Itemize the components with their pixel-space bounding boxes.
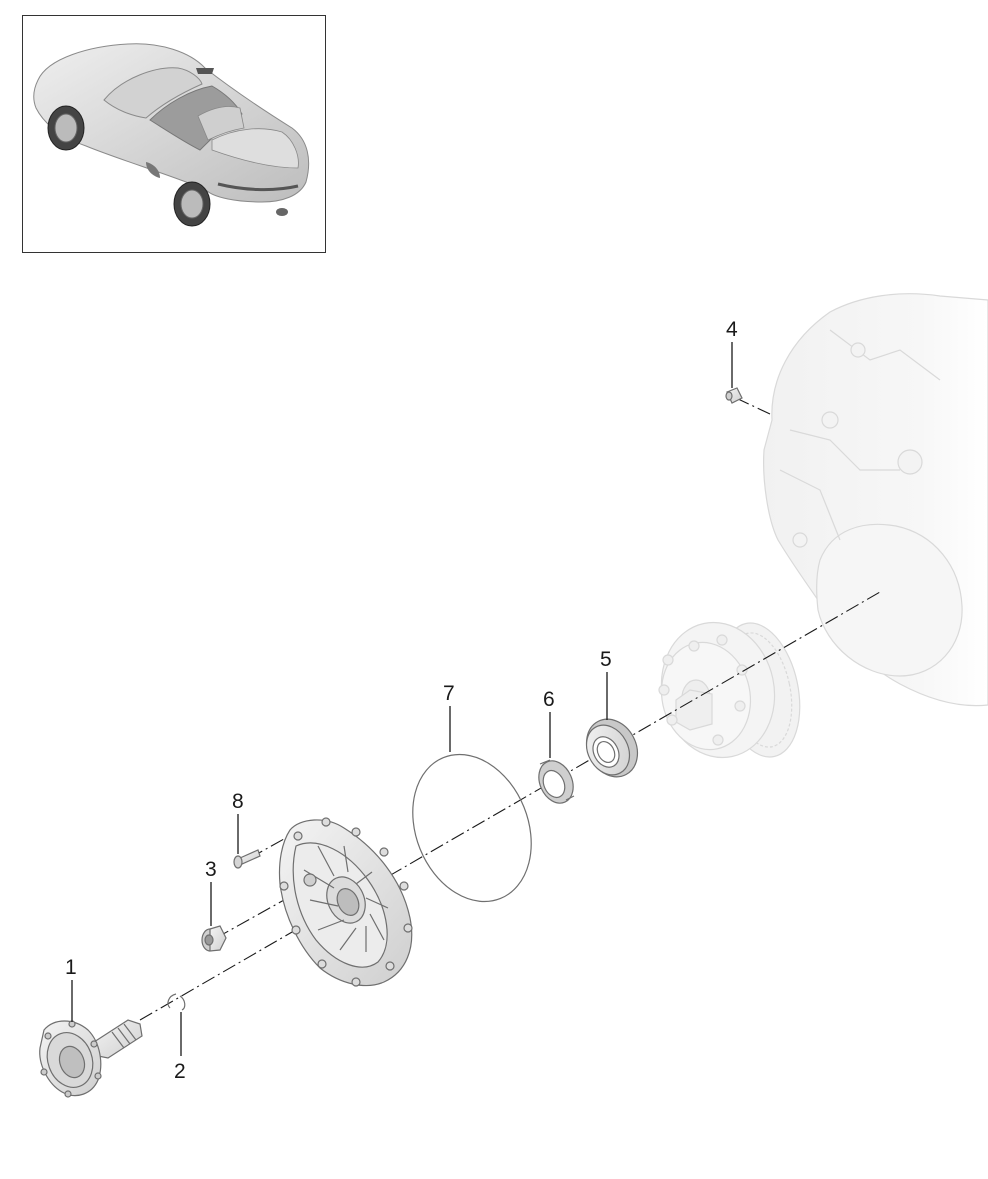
callout-3: 3 bbox=[205, 858, 217, 926]
callout-7: 7 bbox=[443, 682, 455, 752]
callout-4: 4 bbox=[726, 318, 738, 388]
callout-1-label: 1 bbox=[65, 956, 77, 979]
callout-2-label: 2 bbox=[174, 1060, 186, 1083]
part-4-plug bbox=[725, 387, 743, 404]
part-6-seal bbox=[538, 759, 575, 804]
callout-2: 2 bbox=[174, 1012, 186, 1083]
vehicle-thumbnail bbox=[22, 15, 326, 253]
differential-ghost bbox=[658, 621, 801, 759]
transmission-housing-ghost bbox=[763, 293, 988, 707]
callout-5-label: 5 bbox=[600, 648, 612, 671]
callout-6: 6 bbox=[543, 688, 555, 758]
part-1-flange-shaft bbox=[39, 1019, 143, 1098]
callout-8-label: 8 bbox=[232, 790, 244, 813]
callout-3-label: 3 bbox=[205, 858, 217, 881]
part-7-o-ring bbox=[412, 753, 532, 903]
part-2-circlip bbox=[167, 993, 186, 1011]
callout-7-label: 7 bbox=[443, 682, 455, 705]
callout-8: 8 bbox=[232, 790, 244, 854]
callout-4-label: 4 bbox=[726, 318, 738, 341]
part-5-bearing bbox=[585, 718, 639, 778]
callout-1: 1 bbox=[65, 956, 77, 1022]
callout-6-label: 6 bbox=[543, 688, 555, 711]
car-icon bbox=[33, 43, 310, 227]
cover-housing bbox=[278, 817, 413, 987]
part-8-bolt bbox=[233, 849, 261, 869]
part-3-bushing bbox=[201, 925, 227, 952]
callout-5: 5 bbox=[600, 648, 612, 720]
